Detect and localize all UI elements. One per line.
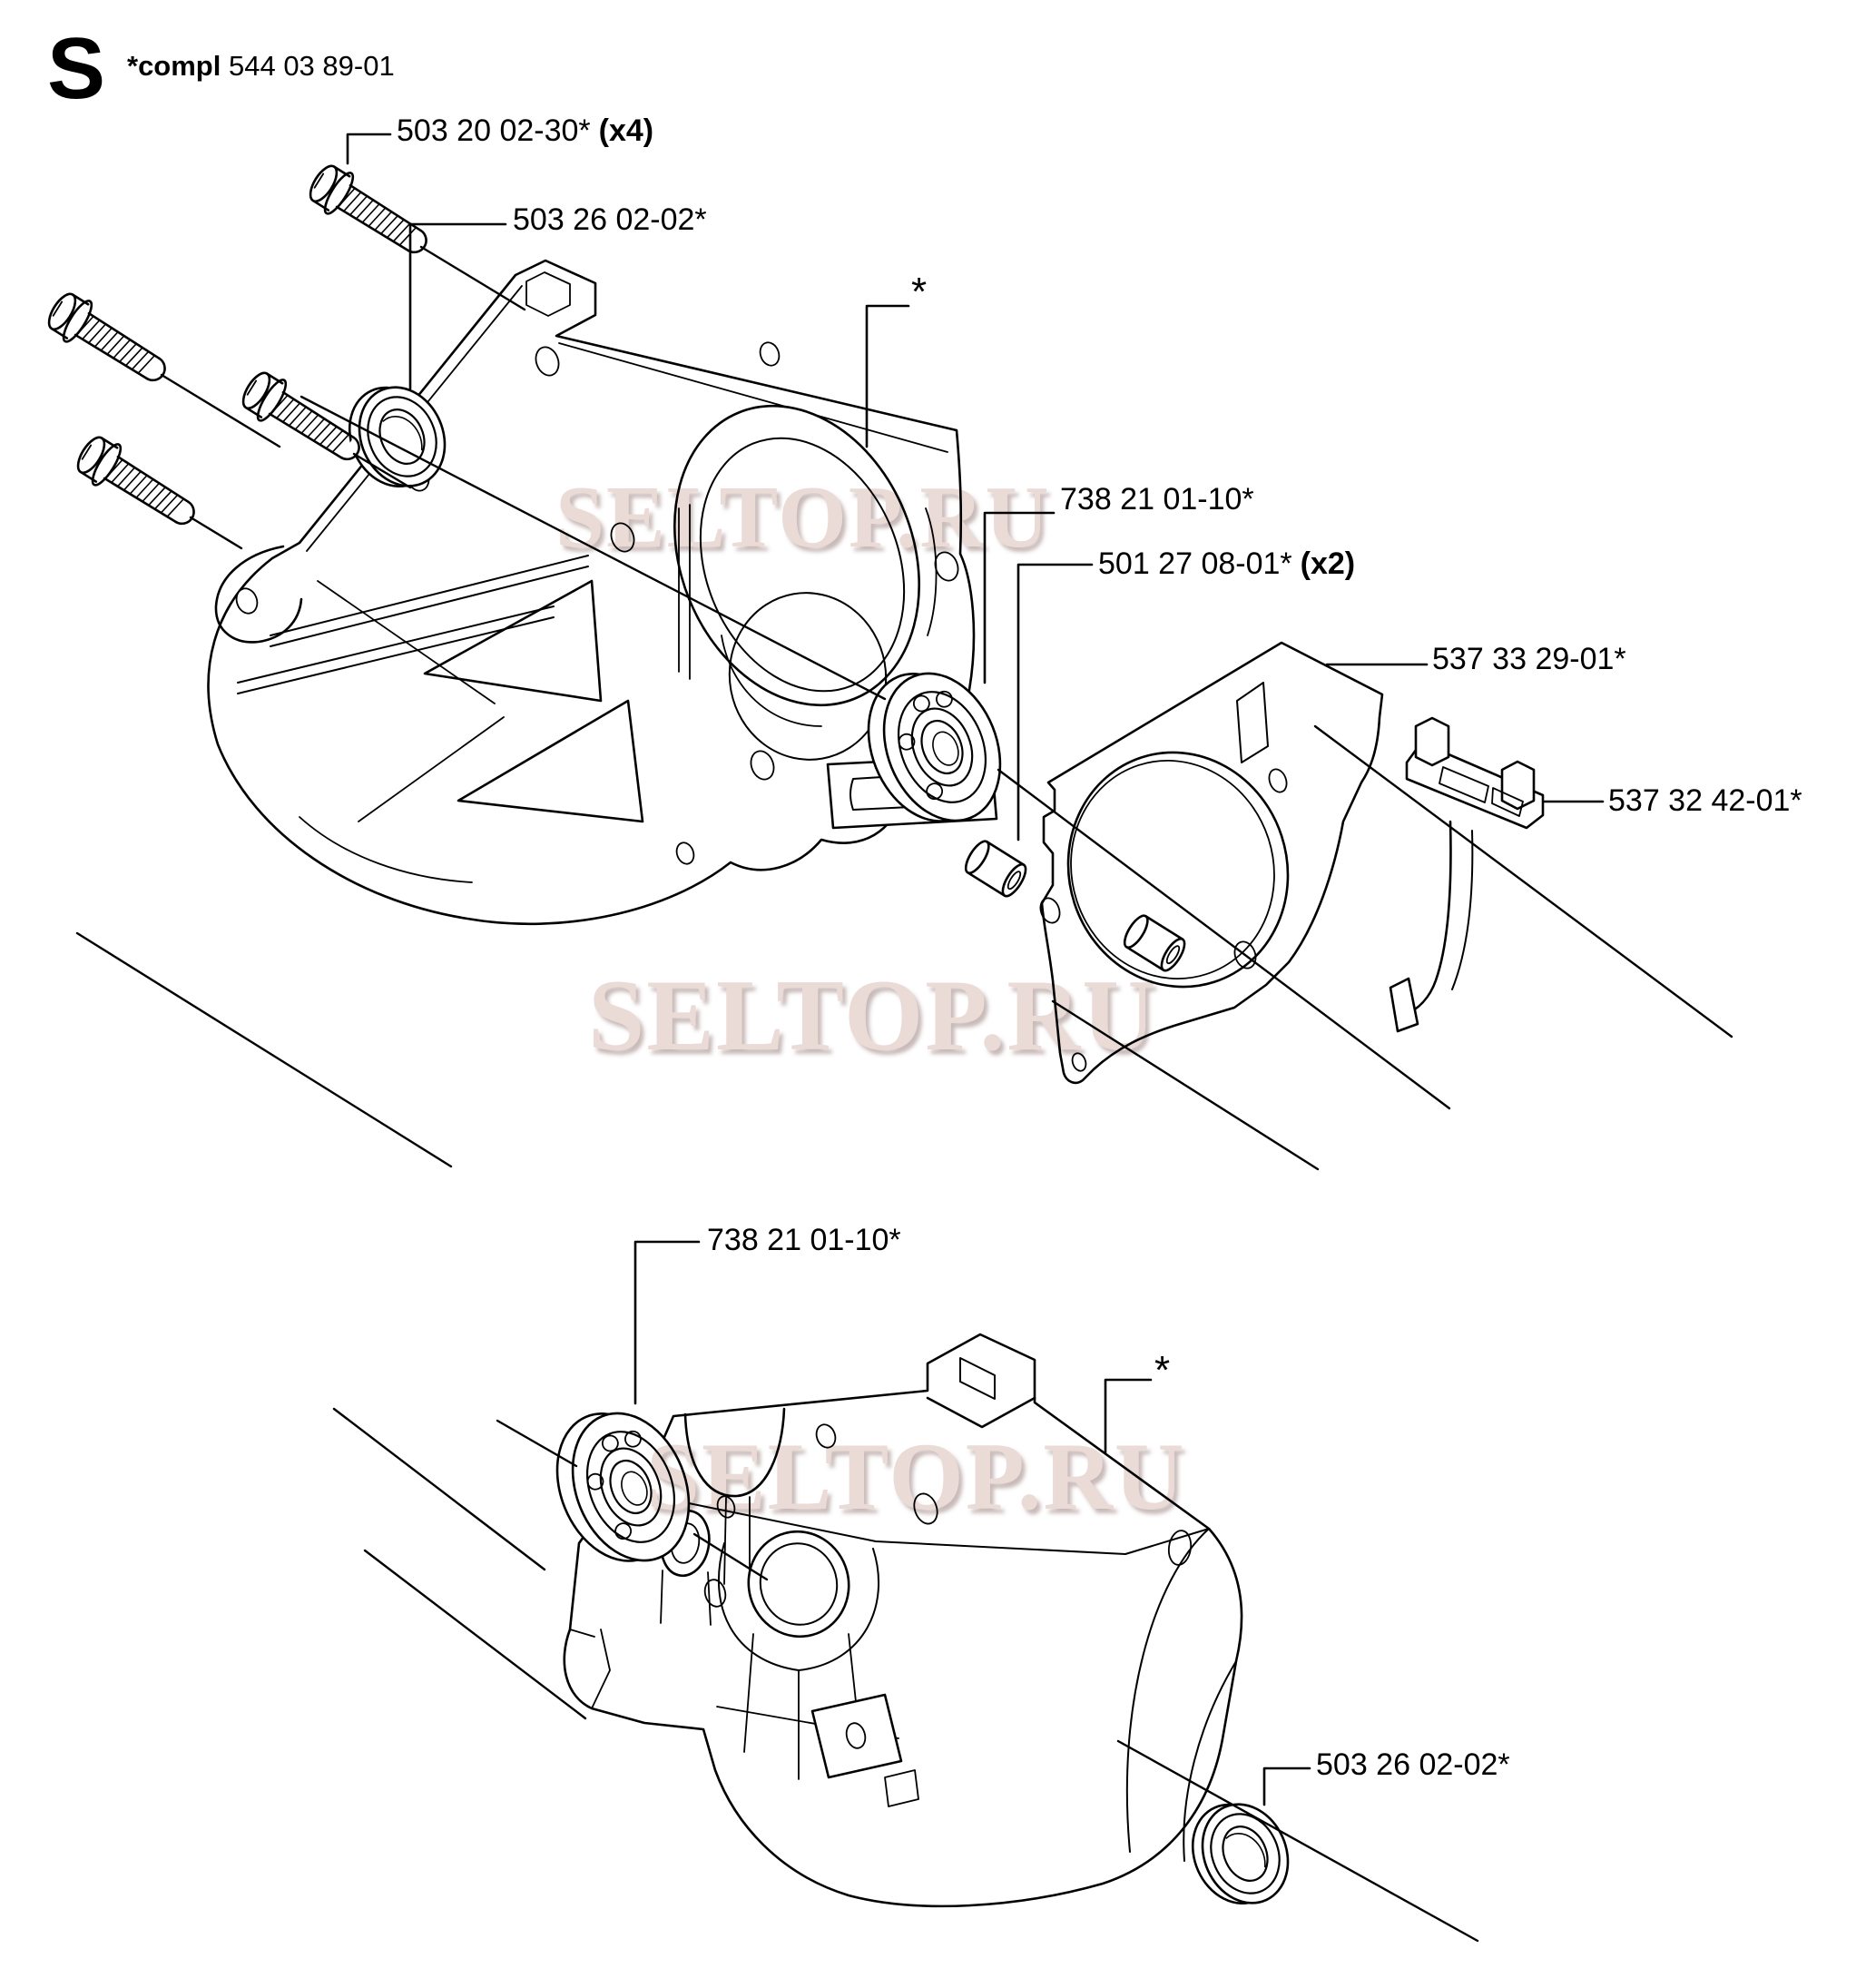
part-label-screw: 503 20 02-30*(x4) bbox=[397, 113, 654, 148]
dowel-pin-1-drawing bbox=[960, 836, 1032, 901]
part-label-bearing-upper: 738 21 01-10* bbox=[1060, 482, 1254, 517]
part-label-crankcase-lower: * bbox=[1154, 1348, 1171, 1393]
part-label-bracket: 537 32 42-01* bbox=[1608, 783, 1802, 818]
part-label-bearing-lower: 738 21 01-10* bbox=[707, 1223, 901, 1257]
assembly-reference: *compl 544 03 89-01 bbox=[127, 50, 395, 82]
watermark-text: SELTOP.RU bbox=[646, 1423, 1186, 1530]
gasket-drawing bbox=[1039, 641, 1384, 1085]
part-label-gasket: 537 33 29-01* bbox=[1432, 642, 1626, 676]
watermark-text: SELTOP.RU bbox=[555, 468, 1051, 566]
part-label-crankcase-upper: * bbox=[911, 270, 928, 314]
label-leader-lines bbox=[346, 133, 1605, 1806]
crankcase-half-lower-drawing bbox=[563, 1333, 1243, 1908]
crankcase-half-upper-drawing bbox=[207, 259, 998, 926]
part-label-seal-upper: 503 26 02-02* bbox=[513, 202, 707, 237]
section-letter: S bbox=[47, 20, 106, 117]
watermark-text: SELTOP.RU bbox=[588, 960, 1158, 1072]
bracket-drawing bbox=[1389, 716, 1545, 1033]
part-label-seal-lower: 503 26 02-02* bbox=[1316, 1747, 1510, 1782]
assembly-reference-prefix: *compl bbox=[127, 50, 221, 82]
assembly-axis-lines bbox=[75, 245, 1733, 1943]
part-label-dowel-pins: 501 27 08-01*(x2) bbox=[1098, 546, 1356, 581]
assembly-reference-number: 544 03 89-01 bbox=[228, 50, 395, 82]
